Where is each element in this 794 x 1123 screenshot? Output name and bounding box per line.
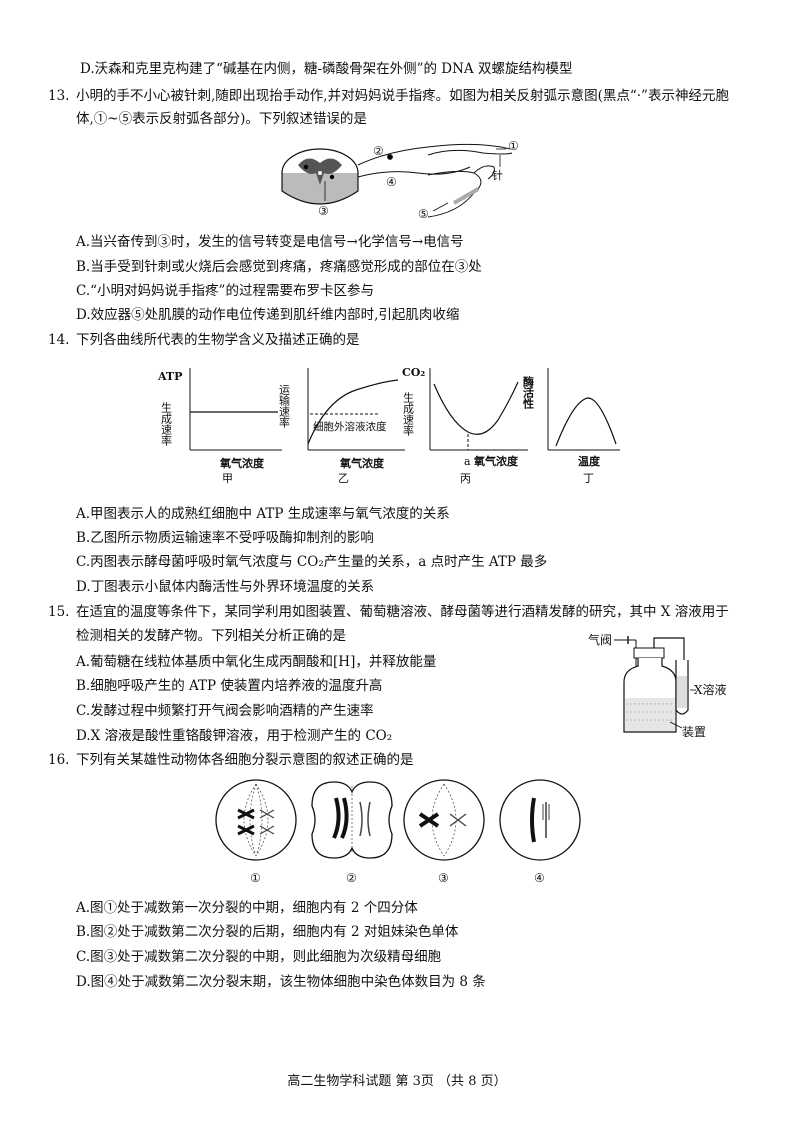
bing-name: 丙: [460, 472, 471, 485]
yi-inner-label: 细胞外溶液浓度: [313, 420, 387, 433]
q14-number: 14.: [48, 332, 70, 348]
bing-ylabel-top: CO₂: [402, 366, 425, 379]
cell-label-3: ③: [438, 871, 449, 885]
ding-name: 丁: [583, 472, 594, 485]
arm-outline: [427, 149, 513, 218]
cell-label-2: ②: [346, 871, 357, 885]
x-solution-label: X溶液: [694, 682, 727, 697]
flask-stopper: [633, 647, 665, 659]
cell-3: ③: [403, 779, 485, 885]
yi-xlabel: 氧气浓度: [339, 456, 385, 470]
needle-label: 针: [492, 168, 503, 182]
q13-option-c: C.“小明对妈妈说手指疼”的过程需要布罗卡区参与: [76, 283, 374, 299]
chart-ding: 酶活性 温度 丁: [522, 368, 620, 485]
jia-name: 甲: [222, 472, 233, 485]
q14-option-d: D.丁图表示小鼠体内酶活性与外界环境温度的关系: [76, 579, 375, 595]
q14-option-a: A.甲图表示人的成熟红细胞中 ATP 生成速率与氧气浓度的关系: [76, 506, 450, 522]
ding-curve: [555, 397, 617, 447]
q13-number: 13.: [48, 88, 70, 104]
q16-option-a: A.图①处于减数第一次分裂的中期，细胞内有 2 个四分体: [76, 900, 418, 916]
bing-curve: [433, 381, 519, 435]
fig-label-1: ①: [508, 139, 519, 153]
q15-stem-line1: 在适宜的温度等条件下，某同学利用如图装置、葡萄糖溶液、酵母菌等进行酒精发酵的研究…: [76, 604, 729, 620]
jia-xlabel: 氧气浓度: [219, 456, 265, 470]
bing-a-mark: a: [464, 455, 471, 468]
fig-label-2: ②: [373, 144, 384, 158]
chart-jia: ATP 生成速率 氧气浓度 甲: [157, 368, 282, 485]
q16-stem: 下列有关某雄性动物体各细胞分裂示意图的叙述正确的是: [76, 752, 414, 768]
cell-division-figure: ① ② ③ ④: [215, 779, 581, 885]
yi-curve: [307, 379, 399, 445]
cell-1: ①: [215, 779, 297, 885]
q13-stem-line2: 体,①~⑤表示反射弧各部分)。下列叙述错误的是: [76, 111, 367, 127]
q15-option-c: C.发酵过程中频繁打开气阀会影响酒精的产生速率: [76, 703, 374, 719]
bing-ylabel: 生成速率: [402, 391, 415, 437]
q15-option-a: A.葡萄糖在线粒体基质中氧化生成丙酮酸和[H]，并释放能量: [76, 654, 437, 670]
q16-option-b: B.图②处于减数第二次分裂的后期，细胞内有 2 对姐妹染色单体: [76, 924, 459, 940]
page-footer: 高二生物学科试题 第 3页 （共 8 页）: [287, 1074, 507, 1089]
bing-xlabel: 氧气浓度: [473, 454, 519, 468]
fig-label-5: ⑤: [418, 207, 429, 221]
q15-number: 15.: [48, 604, 70, 620]
cell-4: ④: [499, 779, 581, 885]
q15-stem-line2: 检测相关的发酵产物。下列相关分析正确的是: [76, 628, 346, 644]
chart-yi: 细胞外溶液浓度 运输速率 氧气浓度 乙: [278, 368, 405, 485]
jia-ylabel: 生成速率: [160, 401, 173, 447]
q15-option-d: D.X 溶液是酸性重铬酸钾溶液，用于检测产生的 CO₂: [76, 728, 393, 744]
ding-ylabel: 酶活性: [522, 375, 535, 410]
q12-option-d: D.沃森和克里克构建了“碱基在内侧，糖-磷酸骨架在外侧”的 DNA 双螺旋结构模…: [80, 61, 573, 77]
fig-label-3: ③: [318, 204, 329, 218]
fermentation-apparatus-figure: 气阀 X溶液 装置: [588, 632, 727, 739]
q14-option-c: C.丙图表示酵母菌呼吸时氧气浓度与 CO₂产生量的关系，a 点时产生 ATP 最…: [76, 554, 548, 570]
q16-option-c: C.图③处于减数第二次分裂的中期，则此细胞为次级精母细胞: [76, 949, 442, 965]
culture-liquid: [625, 698, 675, 731]
q14-option-b: B.乙图所示物质运输速率不受呼吸酶抑制剂的影响: [76, 530, 374, 546]
jia-ylabel-top: ATP: [157, 370, 182, 383]
q14-curves-figure: ATP 生成速率 氧气浓度 甲 细胞外溶液浓度 运输速率 氧气浓度 乙 CO₂ …: [157, 366, 620, 485]
ding-xlabel: 温度: [578, 454, 601, 468]
yi-name: 乙: [338, 472, 349, 485]
cell-2: ②: [311, 781, 393, 885]
cell-label-4: ④: [534, 871, 545, 885]
q16-number: 16.: [48, 752, 70, 768]
spinal-cord-cross-section: [281, 148, 359, 205]
q13-stem-line1: 小明的手不小心被针刺,随即出现抬手动作,并对妈妈说手指疼。如图为相关反射弧示意图…: [76, 88, 729, 104]
yi-ylabel: 运输速率: [278, 384, 291, 429]
q14-stem: 下列各曲线所代表的生物学含义及描述正确的是: [76, 332, 360, 348]
q13-option-a: A.当兴奋传到③时，发生的信号转变是电信号→化学信号→电信号: [76, 234, 464, 250]
q16-option-d: D.图④处于减数第二次分裂末期，该生物体细胞中染色体数目为 8 条: [76, 974, 486, 990]
q13-option-b: B.当手受到针刺或火烧后会感觉到疼痛，疼痛感觉形成的部位在③处: [76, 259, 482, 275]
cell-label-1: ①: [250, 871, 261, 885]
q13-option-d: D.效应器⑤处肌膜的动作电位传递到肌纤维内部时,引起肌肉收缩: [76, 307, 460, 323]
reflex-arc-figure: ② ④ ③ ⑤ ① 针: [281, 139, 519, 221]
valve-label: 气阀: [588, 632, 612, 647]
fig-label-4: ④: [386, 175, 397, 189]
q15-option-b: B.细胞呼吸产生的 ATP 使装置内培养液的温度升高: [76, 678, 383, 694]
device-label: 装置: [682, 725, 706, 739]
chart-bing: CO₂ 生成速率 a 氧气浓度 丙: [402, 366, 528, 485]
